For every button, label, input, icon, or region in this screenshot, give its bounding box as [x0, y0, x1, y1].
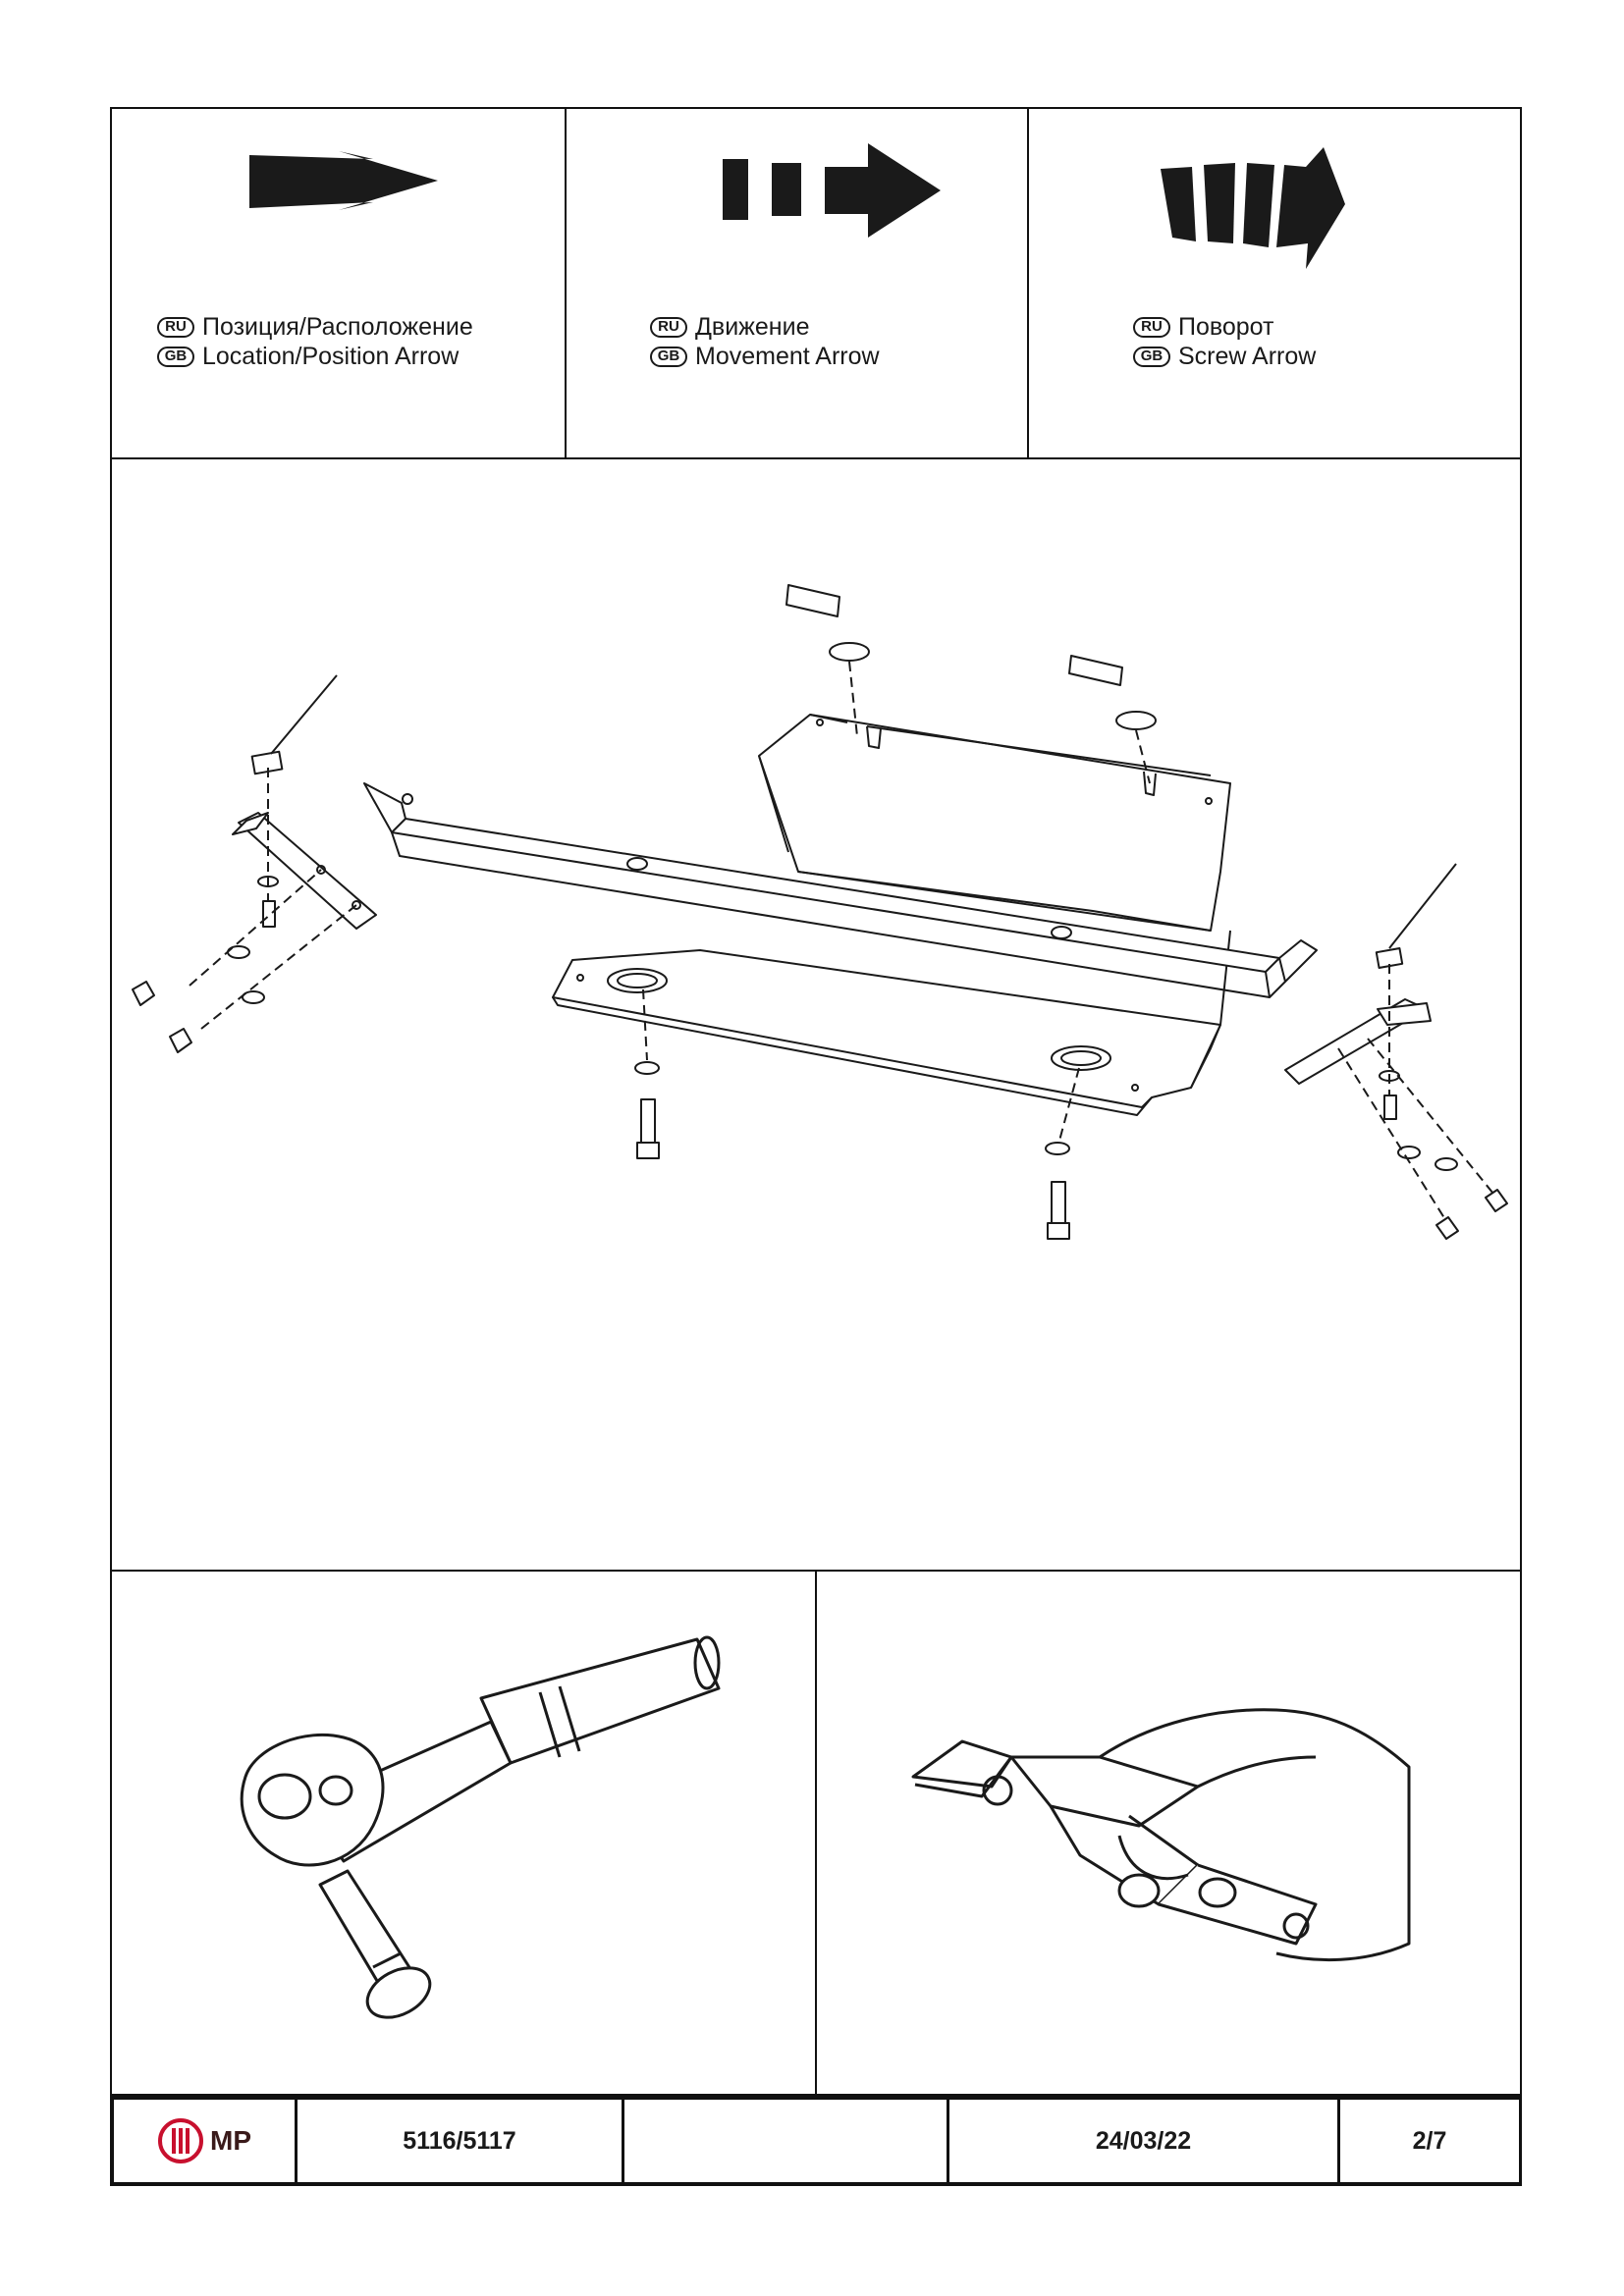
- part-number-text: 5116/5117: [403, 2126, 516, 2155]
- mp-logo-icon: [158, 2118, 203, 2163]
- gb-badge: GB: [650, 346, 687, 367]
- footer-page-number: 2/7: [1337, 2097, 1522, 2185]
- legend-screw-ru-text: Поворот: [1178, 313, 1274, 341]
- ru-badge: RU: [157, 316, 194, 338]
- footer-part-number: 5116/5117: [295, 2097, 624, 2185]
- legend-movement-ru: RU Движение: [650, 312, 809, 342]
- footer-date: 24/03/22: [947, 2097, 1340, 2185]
- page-frame: [110, 107, 1522, 2186]
- legend-screw-gb-text: Screw Arrow: [1178, 343, 1317, 370]
- legend-movement-gb: GB Movement Arrow: [650, 342, 880, 371]
- date-text: 24/03/22: [1095, 2126, 1192, 2155]
- legend-position-gb-text: Location/Position Arrow: [202, 343, 460, 370]
- ru-badge: RU: [1133, 316, 1170, 338]
- cross-member: [363, 782, 1318, 998]
- movement-arrow-icon: [723, 143, 941, 238]
- footer-logo-text: MP: [210, 2125, 251, 2156]
- tools-divider: [815, 1571, 817, 2095]
- footer-logo-cell: MP: [111, 2097, 298, 2185]
- skid-plate-exploded-diagram: [132, 584, 1508, 1240]
- right-bracket: [1284, 863, 1508, 1240]
- legend-divider-1: [565, 108, 567, 458]
- legend-position-gb: GB Location/Position Arrow: [157, 342, 459, 371]
- bottom-bolts: [634, 988, 1080, 1240]
- legend-position-ru: RU Позиция/Расположение: [157, 312, 473, 342]
- left-bracket: [132, 674, 377, 1053]
- position-arrow-icon: [249, 151, 438, 210]
- skid-plate-lower: [552, 930, 1231, 1116]
- legend-divider-2: [1027, 108, 1029, 458]
- legend-movement-gb-text: Movement Arrow: [695, 343, 880, 370]
- legend-bottom-rule: [111, 457, 1521, 459]
- legend-movement-ru-text: Движение: [695, 313, 810, 341]
- ru-badge: RU: [650, 316, 687, 338]
- cutting-pliers-icon: [911, 1708, 1411, 1962]
- gb-badge: GB: [157, 346, 194, 367]
- screw-arrow-icon: [1161, 147, 1345, 269]
- skid-plate-upper: [758, 714, 1231, 932]
- footer-top-rule: [111, 2094, 1521, 2097]
- gb-badge: GB: [1133, 346, 1170, 367]
- footer-blank-cell: [622, 2097, 949, 2185]
- top-fasteners: [785, 584, 1157, 784]
- page-number-text: 2/7: [1412, 2126, 1447, 2155]
- legend-screw-ru: RU Поворот: [1133, 312, 1274, 342]
- legend-position-ru-text: Позиция/Расположение: [202, 313, 473, 341]
- ratchet-wrench-icon: [240, 1635, 721, 2019]
- legend-screw-gb: GB Screw Arrow: [1133, 342, 1316, 371]
